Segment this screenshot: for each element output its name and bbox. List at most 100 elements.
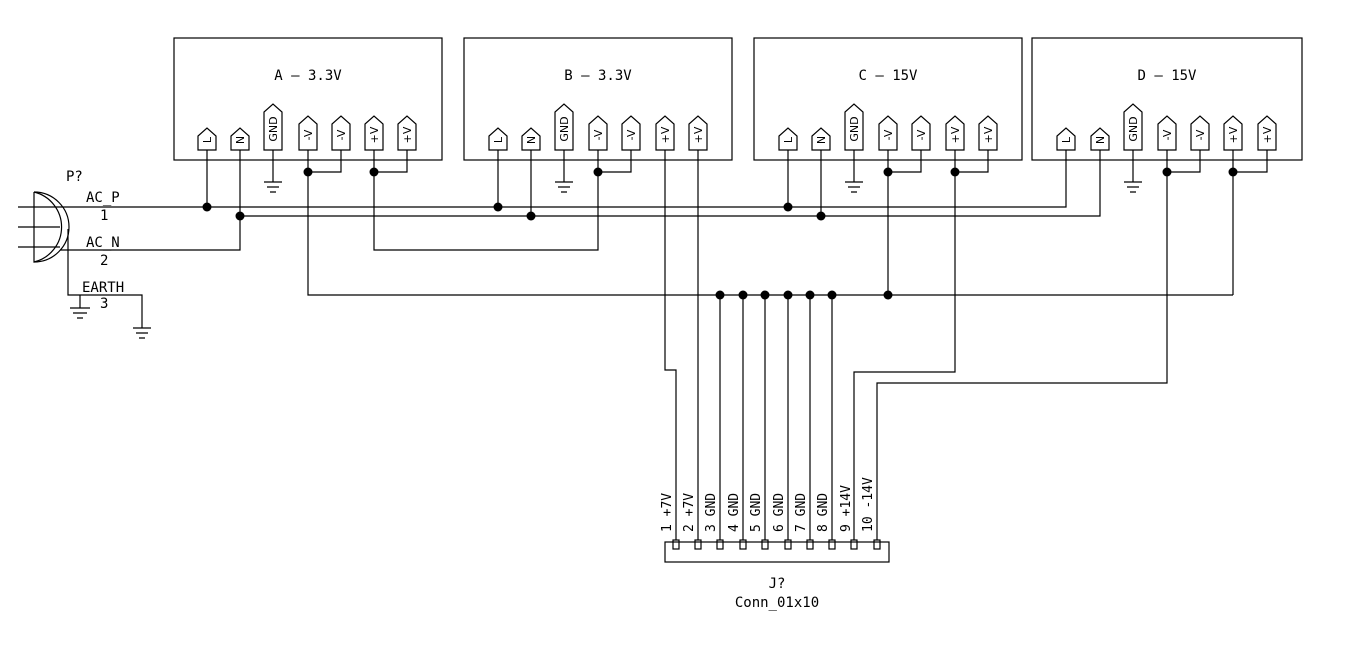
module-d[interactable]: D – 15V L N GND -V -V +V +V: [1031, 37, 1303, 161]
module-c-pin-minus-v-2-label: -V: [915, 129, 928, 140]
ground-icon: [555, 150, 573, 193]
plug-arc: [33, 191, 70, 263]
wire-ac-p: [60, 150, 1067, 208]
module-d-pin-plus-v-2[interactable]: +V: [1257, 115, 1277, 151]
junction-dot: [369, 167, 379, 177]
junction-dot: [760, 290, 770, 300]
connector-pin-1-label: 1 +7V: [660, 493, 675, 532]
junctions: [202, 167, 1238, 300]
wire-d-minus-to-j10: [876, 150, 1168, 540]
module-a-pin-minus-v-1[interactable]: -V: [298, 115, 318, 151]
wire-ac-n-drops: [530, 150, 822, 216]
module-a-title: A – 3.3V: [274, 68, 342, 84]
connector-pin-10-label: 10 -14V: [861, 477, 876, 532]
wire-b-plus-to-j1: [664, 150, 677, 540]
junction-dot: [805, 290, 815, 300]
module-c-pin-plus-v-1[interactable]: +V: [945, 115, 965, 151]
module-b-pin-minus-v-2[interactable]: -V: [621, 115, 641, 151]
module-b-pin-plus-v-1[interactable]: +V: [655, 115, 675, 151]
module-a-pin-minus-v-2[interactable]: -V: [331, 115, 351, 151]
ground-icon: [80, 294, 151, 339]
module-c-pin-minus-v-1[interactable]: -V: [878, 115, 898, 151]
ground-icon: [264, 150, 282, 193]
module-b[interactable]: B – 3.3V L N GND -V -V +V +V: [463, 37, 733, 161]
module-c-pin-gnd[interactable]: GND: [844, 103, 864, 151]
junction-dot: [1228, 167, 1238, 177]
wire-d-plus-join: [1233, 150, 1268, 173]
module-a-pin-gnd[interactable]: GND: [263, 103, 283, 151]
module-a-pin-l[interactable]: L: [197, 127, 217, 151]
module-d-pin-l[interactable]: L: [1056, 127, 1076, 151]
junction-dot: [783, 202, 793, 212]
plug-body: [33, 191, 63, 263]
junction-dot: [816, 211, 826, 221]
connector-pin-stubs: [672, 539, 881, 550]
module-c[interactable]: C – 15V L N GND -V -V +V +V: [753, 37, 1023, 161]
module-c-pin-n[interactable]: N: [811, 127, 831, 151]
wire-a-plus-join: [374, 150, 408, 173]
plug-ref: P?: [66, 169, 83, 185]
module-a[interactable]: A – 3.3V L N GND -V -V +V +V: [173, 37, 443, 161]
module-c-title: C – 15V: [858, 68, 918, 84]
plug-prongs: [18, 206, 60, 248]
module-d-pin-minus-v-2[interactable]: -V: [1190, 115, 1210, 151]
module-c-pin-minus-v-2[interactable]: -V: [911, 115, 931, 151]
module-c-pin-plus-v-1-label: +V: [949, 126, 962, 143]
module-b-pin-l[interactable]: L: [488, 127, 508, 151]
module-b-pin-plus-v-2[interactable]: +V: [688, 115, 708, 151]
module-a-pin-plus-v-2[interactable]: +V: [397, 115, 417, 151]
junction-dot: [202, 202, 212, 212]
wire-c-plus-to-j9: [853, 150, 956, 540]
junction-dot: [950, 167, 960, 177]
plug-pin-ac-p-num: 1: [100, 208, 108, 224]
wire-gnd-bus: [307, 150, 1233, 296]
module-b-pin-minus-v-1[interactable]: -V: [588, 115, 608, 151]
junction-dot: [526, 211, 536, 221]
connector-j[interactable]: 1 +7V 2 +7V 3 GND 4 GND 5 GND 6 GND 7 GN…: [660, 477, 890, 611]
module-b-pin-n[interactable]: N: [521, 127, 541, 151]
module-a-pin-n-label: N: [234, 136, 247, 144]
module-d-pin-plus-v-1[interactable]: +V: [1223, 115, 1243, 151]
module-a-pin-plus-v-1[interactable]: +V: [364, 115, 384, 151]
module-b-pin-gnd-label: GND: [558, 116, 571, 141]
module-c-pin-minus-v-1-label: -V: [882, 129, 895, 140]
module-a-pin-gnd-label: GND: [267, 116, 280, 141]
wire-c-plus-join: [955, 150, 989, 173]
wire-a-plus-to-b-minus: [373, 150, 599, 251]
plug-pin-earth-num: 3: [100, 296, 108, 312]
module-a-pin-minus-v-2-label: -V: [335, 129, 348, 140]
junction-dot: [1162, 167, 1172, 177]
module-a-pin-plus-v-2-label: +V: [401, 126, 414, 143]
module-d-pin-n[interactable]: N: [1090, 127, 1110, 151]
plug-pin-ac-p-name: AC_P: [86, 190, 120, 206]
wire-c-minus-join: [888, 150, 922, 173]
connector-pin-3-label: 3 GND: [704, 493, 719, 532]
wire-b-minus-join: [597, 150, 632, 173]
module-b-pin-plus-v-1-label: +V: [659, 126, 672, 143]
module-a-pin-n[interactable]: N: [230, 127, 250, 151]
wire-a-minus-join: [308, 150, 342, 173]
connector-pin-6-label: 6 GND: [772, 493, 787, 532]
module-d-pin-n-label: N: [1094, 136, 1107, 144]
plug-pin-ac-n-num: 2: [100, 253, 108, 269]
module-d-pin-plus-v-2-label: +V: [1261, 126, 1274, 143]
module-d-pin-gnd[interactable]: GND: [1123, 103, 1143, 151]
junction-dot: [883, 167, 893, 177]
plug-pin-ac-n-name: AC_N: [86, 235, 120, 251]
junction-dot: [827, 290, 837, 300]
connector-pin-9-label: 9 +14V: [839, 485, 854, 532]
module-b-pin-gnd[interactable]: GND: [554, 103, 574, 151]
module-a-pin-l-label: L: [201, 136, 214, 143]
module-d-pin-minus-v-1[interactable]: -V: [1157, 115, 1177, 151]
power-plug[interactable]: P? AC_P 1 AC_N 2 EARTH 3: [18, 169, 151, 339]
module-c-pin-plus-v-2[interactable]: +V: [978, 115, 998, 151]
module-c-pin-l[interactable]: L: [778, 127, 798, 151]
junction-dot: [883, 290, 893, 300]
connector-value: Conn_01x10: [735, 595, 819, 611]
module-b-pin-n-label: N: [525, 136, 538, 144]
module-b-pin-minus-v-2-label: -V: [625, 129, 638, 140]
ground-icon: [845, 150, 863, 193]
wire-gnd-drops: [719, 295, 833, 540]
module-c-pin-gnd-label: GND: [848, 116, 861, 141]
connector-pin-5-label: 5 GND: [749, 493, 764, 532]
